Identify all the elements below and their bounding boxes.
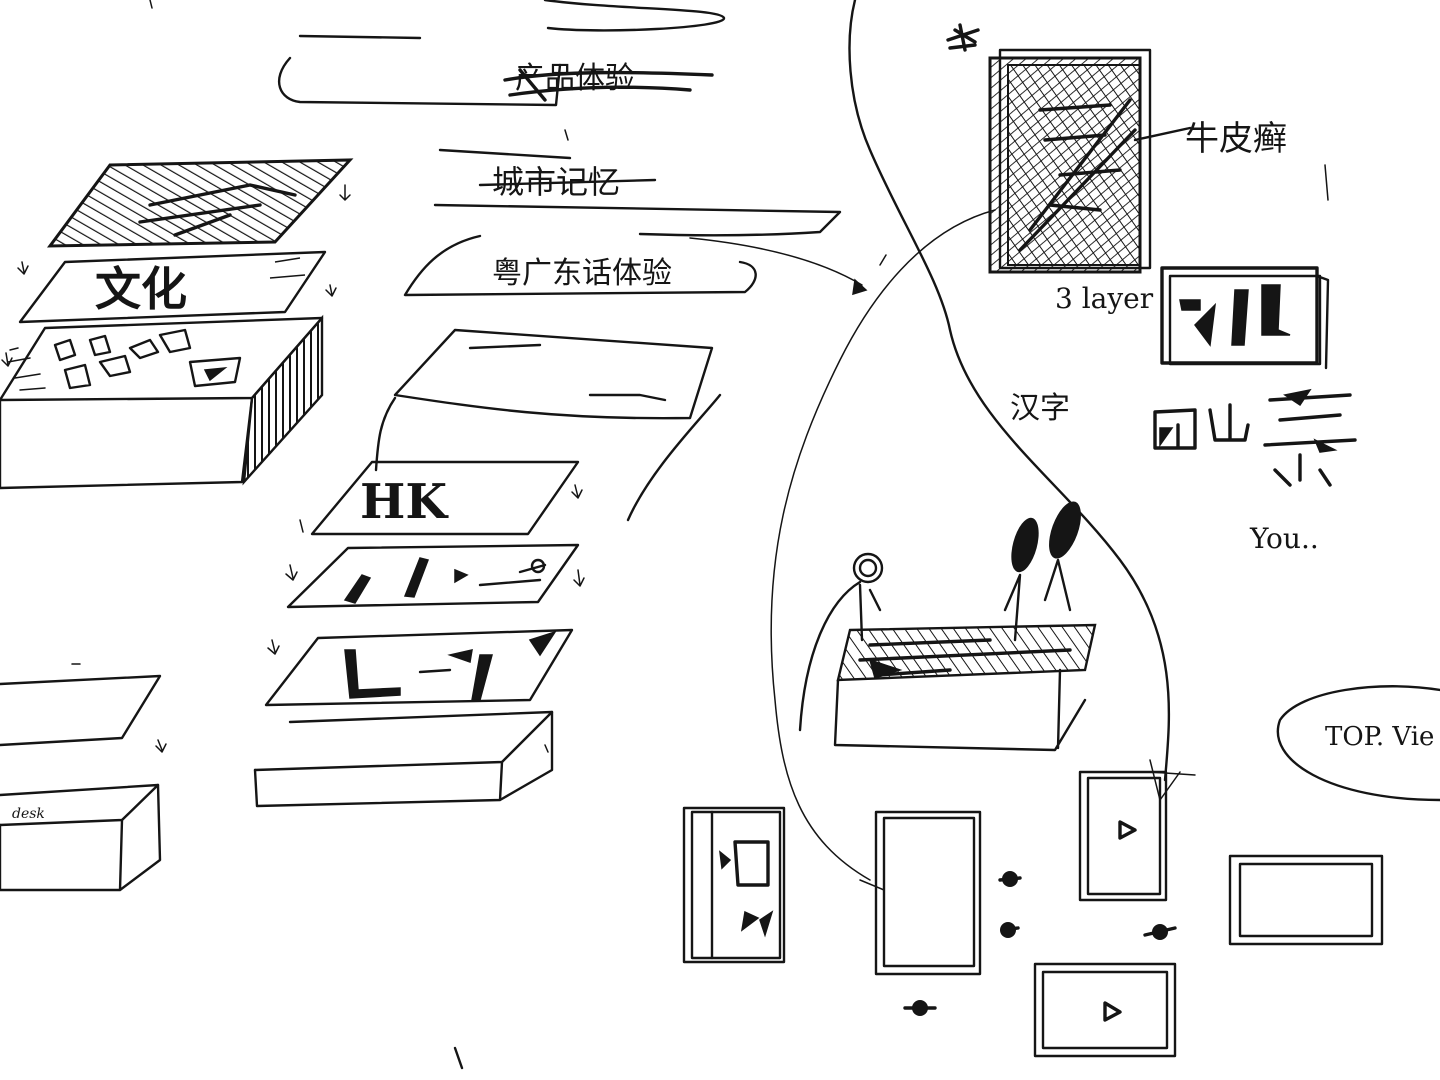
strokes-layer-2 [264,628,574,707]
top-view-plan [453,759,1384,1070]
top-view-bubble: TOP. Vie [1276,685,1440,802]
top-view-label: TOP. Vie [1325,722,1434,752]
layered-panels: 牛皮癣 [988,48,1329,274]
culture-label: 文化 [95,262,187,316]
dialect-plane: 粤广东话体验 [403,234,868,297]
hatched-top-layer [46,158,354,248]
hk-label: HK [360,474,449,530]
strokes-layer-1 [285,543,585,609]
dialect-label: 粤广东话体验 [492,256,672,291]
desk-box: desk [0,783,162,892]
middle-base-box [253,710,554,808]
lower-left-plane [0,663,167,753]
small-mark [946,23,980,52]
glyphs-right [1153,388,1357,487]
three-layer-label: 3 layer [1055,282,1154,315]
cards-box [0,314,324,490]
people-at-table [798,501,1097,752]
top-edge-fragments [149,0,1171,782]
empty-plane [374,328,722,522]
you-label: You.. [1249,522,1319,555]
culture-layer: 文化 [17,250,337,324]
desk-label: desk [12,806,45,822]
struck-title: 产品体验 [278,34,714,141]
hk-layer: HK [299,460,583,536]
city-memory-plane: 城市记忆 [433,148,842,237]
connector-curves [770,209,996,881]
kraft-paper-label: 牛皮癣 [1185,119,1287,159]
ancient-label: 汉字 [1010,391,1070,426]
single-panel [1160,266,1330,370]
